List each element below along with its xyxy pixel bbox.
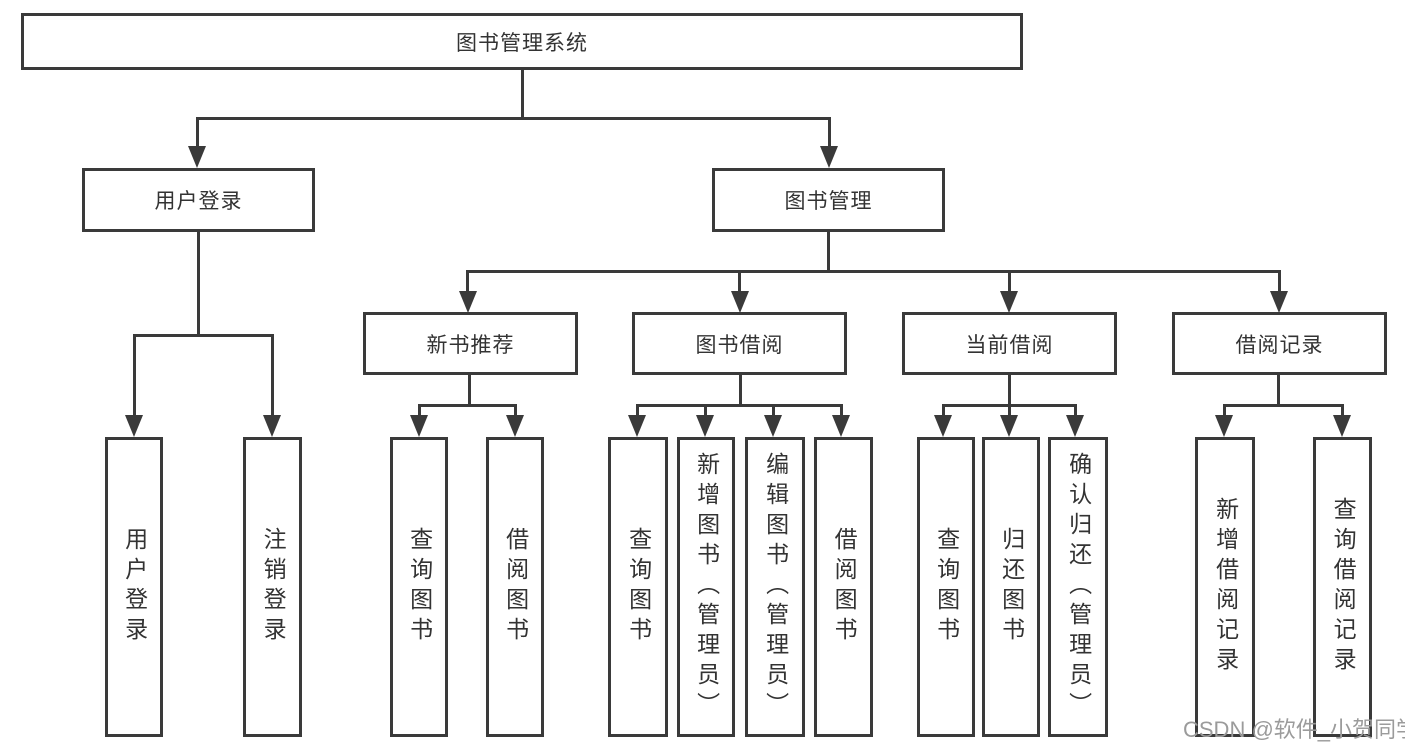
- connector-line: [636, 404, 843, 407]
- node-label: 新书推荐: [426, 333, 515, 357]
- node-label: 归还图书: [998, 527, 1025, 647]
- leaf-query-borrow-record: 查询借阅记录: [1313, 437, 1372, 737]
- node-label: 注销登录: [260, 527, 287, 647]
- arrow-down-icon: [125, 415, 143, 437]
- connector-line: [772, 404, 775, 417]
- node-current-borrowing: 当前借阅: [902, 312, 1117, 375]
- connector-line: [828, 117, 831, 150]
- node-label: 用户登录: [121, 527, 148, 647]
- connector-line: [739, 374, 742, 407]
- connector-line: [418, 404, 517, 407]
- arrow-down-icon: [410, 415, 428, 437]
- node-label: 图书借阅: [695, 333, 784, 357]
- node-label: 查询图书: [933, 527, 960, 647]
- node-label: 当前借阅: [965, 333, 1054, 357]
- leaf-borrow-books: 借阅图书: [814, 437, 873, 737]
- connector-line: [418, 404, 421, 417]
- node-label: 借阅图书: [502, 527, 529, 647]
- node-root-system: 图书管理系统: [21, 13, 1023, 70]
- connector-line: [1341, 404, 1344, 417]
- connector-line: [133, 334, 136, 417]
- arrow-down-icon: [832, 415, 850, 437]
- node-label: 确认归还（管理员）: [1065, 452, 1092, 722]
- connector-line: [468, 374, 471, 407]
- connector-line: [1074, 404, 1077, 417]
- arrow-down-icon: [1000, 291, 1018, 313]
- node-label: 借阅记录: [1235, 333, 1324, 357]
- csdn-watermark: CSDN @软件_小贺同学: [1183, 717, 1405, 742]
- connector-line: [271, 334, 274, 417]
- node-label: 新增借阅记录: [1212, 497, 1239, 677]
- connector-line: [1223, 404, 1226, 417]
- arrow-down-icon: [1333, 415, 1351, 437]
- connector-line: [514, 404, 517, 417]
- node-label: 用户登录: [154, 190, 243, 213]
- arrow-down-icon: [934, 415, 952, 437]
- connector-line: [1223, 404, 1343, 407]
- arrow-down-icon: [820, 146, 838, 168]
- arrow-down-icon: [764, 415, 782, 437]
- arrow-down-icon: [188, 146, 206, 168]
- node-book-management: 图书管理: [712, 168, 945, 232]
- arrow-down-icon: [696, 415, 714, 437]
- arrow-down-icon: [506, 415, 524, 437]
- node-label: 查询图书: [406, 527, 433, 647]
- node-borrowing-records: 借阅记录: [1172, 312, 1387, 375]
- node-label: 图书管理: [784, 190, 873, 213]
- leaf-logout: 注销登录: [243, 437, 302, 737]
- connector-line: [738, 270, 741, 294]
- connector-line: [196, 117, 199, 150]
- arrow-down-icon: [628, 415, 646, 437]
- connector-line: [1277, 374, 1280, 407]
- connector-line: [196, 117, 831, 120]
- connector-line: [840, 404, 843, 417]
- connector-line: [466, 270, 469, 294]
- leaf-query-books: 查询图书: [608, 437, 668, 737]
- connector-line: [1008, 374, 1011, 407]
- arrow-down-icon: [1000, 415, 1018, 437]
- leaf-add-borrow-record: 新增借阅记录: [1195, 437, 1255, 737]
- connector-line: [1278, 270, 1281, 294]
- arrow-down-icon: [731, 291, 749, 313]
- leaf-edit-books-admin: 编辑图书（管理员）: [745, 437, 805, 737]
- leaf-user-login: 用户登录: [105, 437, 163, 737]
- connector-line: [521, 69, 524, 119]
- node-new-book-recommend: 新书推荐: [363, 312, 578, 375]
- leaf-confirm-return-admin: 确认归还（管理员）: [1048, 437, 1108, 737]
- node-label: 新增图书（管理员）: [693, 452, 720, 722]
- connector-line: [636, 404, 639, 417]
- connector-line: [704, 404, 707, 417]
- connector-line: [942, 404, 945, 417]
- node-label: 借阅图书: [831, 527, 858, 647]
- leaf-query-books: 查询图书: [390, 437, 448, 737]
- connector-line: [1008, 270, 1011, 294]
- node-label: 查询图书: [625, 527, 652, 647]
- leaf-borrow-books: 借阅图书: [486, 437, 544, 737]
- node-book-borrowing: 图书借阅: [632, 312, 847, 375]
- arrow-down-icon: [1270, 291, 1288, 313]
- connector-line: [1008, 404, 1011, 417]
- node-user-login: 用户登录: [82, 168, 315, 232]
- leaf-add-books-admin: 新增图书（管理员）: [677, 437, 735, 737]
- node-label: 图书管理系统: [456, 31, 588, 55]
- connector-line: [133, 334, 274, 337]
- arrow-down-icon: [1215, 415, 1233, 437]
- leaf-return-books: 归还图书: [982, 437, 1040, 737]
- arrow-down-icon: [1066, 415, 1084, 437]
- arrow-down-icon: [263, 415, 281, 437]
- node-label: 编辑图书（管理员）: [762, 452, 789, 722]
- leaf-query-books: 查询图书: [917, 437, 975, 737]
- connector-line: [197, 232, 200, 337]
- arrow-down-icon: [459, 291, 477, 313]
- connector-line: [466, 270, 1280, 273]
- connector-line: [827, 232, 830, 273]
- node-label: 查询借阅记录: [1330, 497, 1357, 677]
